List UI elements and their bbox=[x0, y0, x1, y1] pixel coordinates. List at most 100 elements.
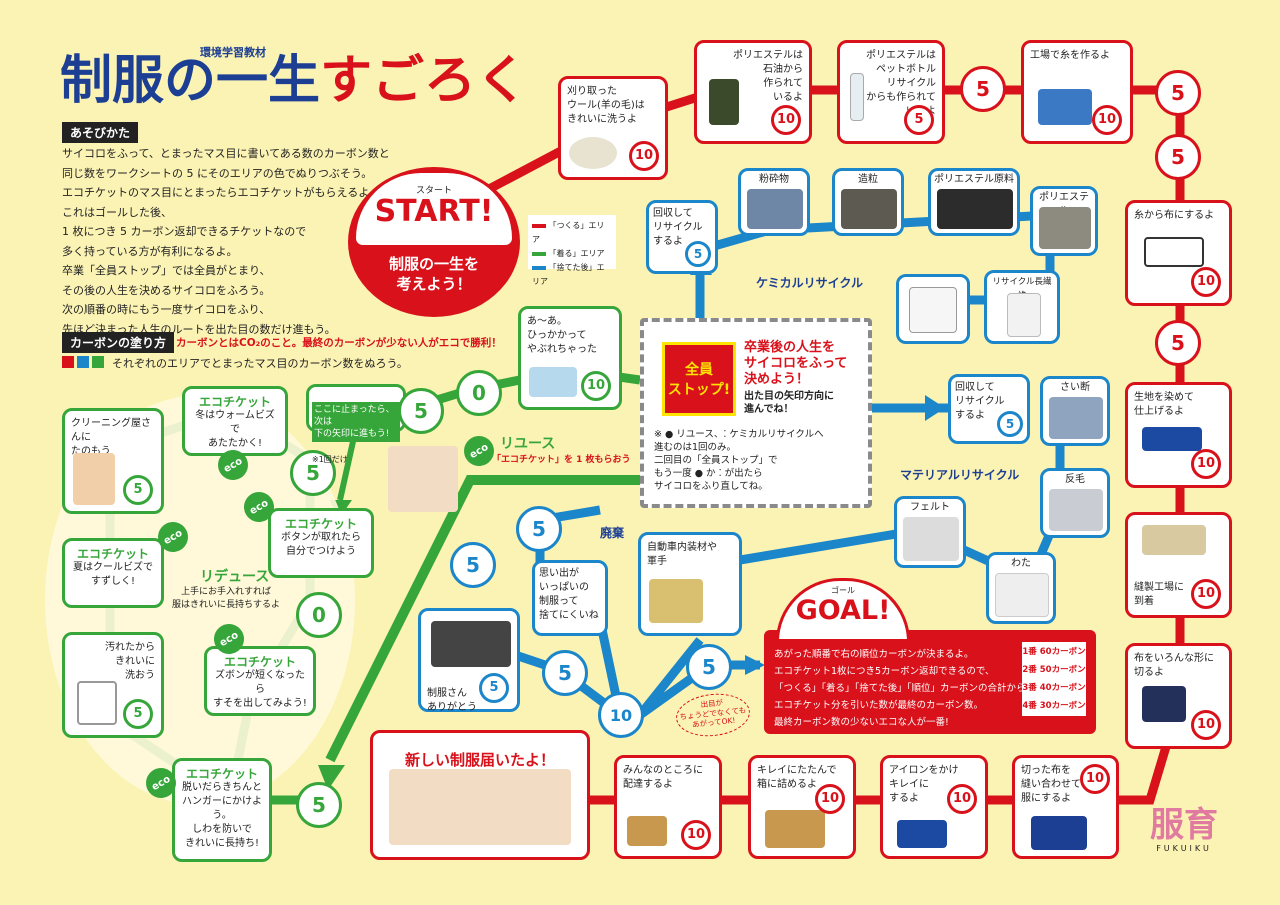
carbon-circle[interactable]: 5 bbox=[1155, 134, 1201, 180]
item-label: さい断 bbox=[1060, 382, 1090, 393]
car-icon bbox=[649, 579, 703, 623]
washing-machine-icon bbox=[77, 681, 117, 725]
carbon-number: 10 bbox=[681, 820, 711, 850]
red-square-delivery[interactable]: みんなのところに 配達するよ 10 bbox=[614, 755, 722, 859]
carbon-circle[interactable]: 5 bbox=[1155, 320, 1201, 366]
chem-item-raw: ポリエステル原料 bbox=[928, 168, 1020, 236]
carbon-number: 5 bbox=[123, 475, 153, 505]
trash-can-icon bbox=[431, 621, 511, 667]
red-square-ironing[interactable]: アイロンをかけ キレイに するよ 10 bbox=[880, 755, 988, 859]
green-carbon-circle[interactable]: 5 bbox=[398, 388, 444, 434]
blue-carbon-circle[interactable]: 10 bbox=[598, 692, 644, 738]
cleaning-person-icon bbox=[73, 453, 115, 505]
rank-table: 1番 60カーボン 2番 50カーボン 3番 40カーボン 4番 30カーボン bbox=[1022, 642, 1086, 716]
legend: 「つくる」エリア 「着る」エリア 「捨てた後」エリア bbox=[528, 215, 616, 286]
red-square-sewing-factory[interactable]: 縫製工場に 到着 10 bbox=[1125, 512, 1232, 618]
green-square-torn[interactable]: あ〜あ。 ひっかかって やぶれちゃった 10 bbox=[518, 306, 622, 410]
square-text: キレイにたたんで 箱に詰めるよ bbox=[757, 765, 837, 790]
green-square-wash[interactable]: 汚れたから きれいに 洗おう 5 bbox=[62, 632, 164, 738]
carbon-number: 10 bbox=[1092, 105, 1122, 135]
carbon-number: 10 bbox=[581, 371, 611, 401]
ticket-head: エコチケット bbox=[223, 655, 296, 669]
all-stop-badge: 全員 ストップ! bbox=[662, 342, 736, 416]
start-sub: 制服の一生を 考えよう！ bbox=[356, 254, 512, 294]
rules-line: エコチケットのマス目にとまったらエコチケットがもらえるよ。 bbox=[62, 186, 381, 199]
carbon-number: 10 bbox=[629, 141, 659, 171]
mat-item-cotton: わた bbox=[986, 552, 1056, 624]
new-uniform-label: 新しい制服届いたよ！ bbox=[404, 751, 555, 769]
eco-ticket-coolbiz[interactable]: エコチケット夏はクールビズで すずしく! bbox=[62, 538, 164, 608]
eco-ticket-trousers[interactable]: エコチケットズボンが短くなったら すそを出してみよう! bbox=[204, 646, 316, 716]
chem-item-filament: リサイクル長繊維 bbox=[984, 270, 1060, 344]
rules-line: 同じ数をワークシートの 5 にそのエリアの色でぬりつぶそう。 bbox=[62, 166, 373, 180]
mat-collect-square[interactable]: 回収して リサイクル するよ 5 bbox=[948, 374, 1030, 444]
red-square-dyeing[interactable]: 生地を染めて 仕上げるよ 10 bbox=[1125, 382, 1232, 488]
ticket-head: エコチケット bbox=[284, 517, 357, 531]
start-sub2: 考えよう！ bbox=[396, 275, 472, 293]
red-square-yarn-to-cloth[interactable]: 糸から布にするよ 10 bbox=[1125, 200, 1232, 306]
square-text: 自動車内装材や 軍手 bbox=[647, 542, 717, 567]
red-square-wool[interactable]: 刈り取った ウール(羊の毛)は きれいに洗うよ 10 bbox=[558, 76, 668, 180]
reduce-sub: 上手にお手入れすれば 服はきれいに長持ちするよ bbox=[172, 587, 281, 610]
green-carbon-circle[interactable]: 5 bbox=[296, 782, 342, 828]
eco-ticket-button[interactable]: エコチケットボタンが取れたら 自分でつけよう bbox=[268, 508, 374, 578]
blue-square-thanks[interactable]: 制服さん ありがとう 5 bbox=[418, 608, 520, 713]
red-square-cutting[interactable]: 布をいろんな形に 切るよ 10 bbox=[1125, 643, 1232, 749]
red-square-oil[interactable]: ポリエステルは 石油から 作られて いるよ 10 bbox=[694, 40, 812, 144]
goal-line: エコチケット分を引いた数が最終のカーボン数。 bbox=[774, 700, 984, 711]
green-square-cleaning[interactable]: クリーニング屋さんに たのもう 5 bbox=[62, 408, 164, 514]
mat-title: マテリアルリサイクル bbox=[900, 468, 1020, 482]
eco-ticket-hanger[interactable]: エコチケット脱いだらきちんと ハンガーにかけよう。 しわを防いで きれいに長持ち… bbox=[172, 758, 272, 862]
dyed-cloth-icon bbox=[1142, 427, 1202, 451]
square-text: 思い出が いっぱいの 制服って 捨てにくいね bbox=[539, 568, 599, 621]
goal-line: 「つくる」「着る」「捨てた後」「順位」カーボンの合計から bbox=[774, 683, 1026, 694]
goal-line: 最終カーボン数の少ないエコな人が一番! bbox=[774, 717, 949, 728]
factory-icon bbox=[1038, 89, 1092, 125]
start-big: START! bbox=[374, 194, 494, 229]
green-carbon-circle[interactable]: 0 bbox=[296, 592, 342, 638]
jacket-icon bbox=[1031, 816, 1087, 850]
ticket-text: 夏はクールビズで すずしく! bbox=[73, 562, 153, 587]
green-carbon-circle[interactable]: 0 bbox=[456, 370, 502, 416]
ticket-head: エコチケット bbox=[76, 547, 149, 561]
square-text: 工場で糸を作るよ bbox=[1030, 50, 1110, 61]
blue-carbon-circle[interactable]: 5 bbox=[516, 506, 562, 552]
once-note: ※1回だけ bbox=[312, 455, 348, 464]
all-stop-head: 卒業後の人生を サイコロをふって 決めよう！ bbox=[744, 340, 848, 387]
carbon-circle[interactable]: 5 bbox=[960, 66, 1006, 112]
chem-item-crushed: 粉砕物 bbox=[738, 168, 810, 236]
mat-item-recycled-fiber: 反毛 bbox=[1040, 468, 1110, 538]
blue-carbon-circle[interactable]: 5 bbox=[542, 650, 588, 696]
rank-row: 2番 50カーボン bbox=[1022, 665, 1086, 675]
blue-square-car[interactable]: 自動車内装材や 軍手 bbox=[638, 532, 742, 636]
square-text: 生地を染めて 仕上げるよ bbox=[1134, 392, 1194, 417]
blue-carbon-circle[interactable]: 5 bbox=[450, 542, 496, 588]
carbon-number: 10 bbox=[1191, 267, 1221, 297]
chem-title: ケミカルリサイクル bbox=[756, 276, 864, 290]
square-text: 刈り取った ウール(羊の毛)は きれいに洗うよ bbox=[567, 86, 645, 125]
eco-ticket-warmbiz[interactable]: エコチケット冬はウォームビズで あたたかく! bbox=[182, 386, 288, 456]
chem-item-polyester: ポリエステル bbox=[1030, 186, 1098, 256]
title-main: 制服の一生 bbox=[60, 51, 321, 111]
red-square-petbottle[interactable]: ポリエステルは ペットボトル リサイクル からも作られて いるよ 5 bbox=[837, 40, 945, 144]
square-text: 糸から布にするよ bbox=[1134, 210, 1215, 221]
square-text: 回収して リサイクル するよ bbox=[653, 208, 703, 247]
blue-carbon-circle[interactable]: 5 bbox=[686, 644, 732, 690]
blue-square-memory[interactable]: 思い出が いっぱいの 制服って 捨てにくいね bbox=[532, 560, 608, 636]
start-sub1: 制服の一生を bbox=[388, 255, 479, 273]
chem-collect-square[interactable]: 回収して リサイクル するよ 5 bbox=[646, 200, 718, 274]
red-square-sewing[interactable]: 切った布を 縫い合わせて 服にするよ 10 bbox=[1012, 755, 1119, 859]
red-square-boxing[interactable]: キレイにたたんで 箱に詰めるよ 10 bbox=[748, 755, 856, 859]
open-box-icon bbox=[627, 816, 667, 846]
new-uniform-square[interactable]: 新しい制服届いたよ！ bbox=[370, 730, 590, 860]
red-square-factory[interactable]: 工場で糸を作るよ 10 bbox=[1021, 40, 1133, 144]
legend-item: 「着る」エリア bbox=[532, 247, 612, 261]
carbon-number: 10 bbox=[1191, 579, 1221, 609]
carbon-swatches bbox=[62, 356, 104, 368]
item-label: フェルト bbox=[910, 502, 950, 513]
green-carbon-circle[interactable]: 5 bbox=[290, 450, 336, 496]
next-arrow-note[interactable]: ここに止まったら、次は 下の矢印に進もう! ※1回だけ bbox=[306, 384, 406, 464]
reduce-label: リデュース bbox=[200, 569, 270, 585]
all-stop-note: ※ ● リユース、⁚ ケミカルリサイクルへ 進むのは1回のみ。 二回目の「全員ス… bbox=[654, 429, 824, 492]
carbon-circle[interactable]: 5 bbox=[1155, 70, 1201, 116]
